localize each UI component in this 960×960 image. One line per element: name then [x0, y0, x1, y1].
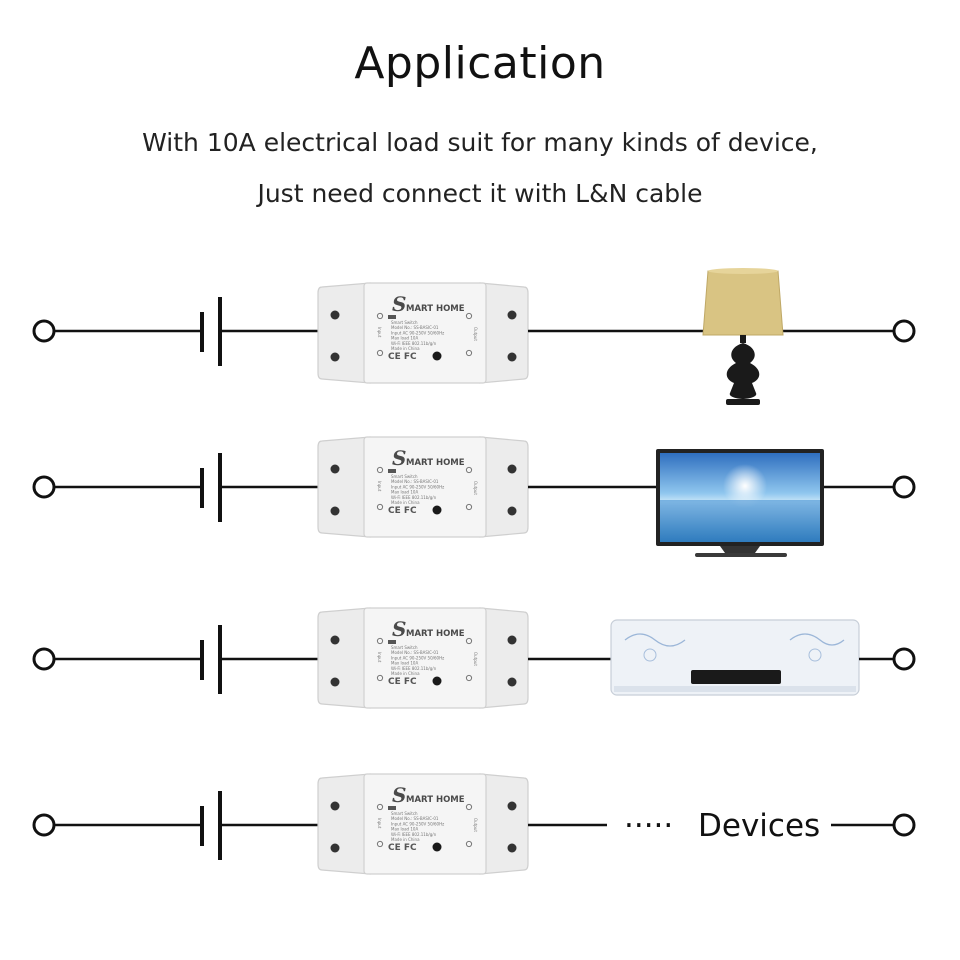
module-output-label: Output	[473, 652, 478, 666]
module-brand-initial: S	[392, 292, 406, 316]
module-input-label: Input	[377, 327, 382, 338]
module-brand-initial: S	[392, 446, 406, 470]
module-spec-line: Model No.: SS-BASIC-01	[391, 816, 439, 821]
module-spec-line: Model No.: SS-BASIC-01	[391, 479, 439, 484]
module-spec-line: Max load 10A	[391, 661, 418, 666]
module-cert-marks: CE FC	[388, 506, 417, 516]
air-conditioner-icon	[610, 619, 860, 696]
module-cert-marks: CE FC	[388, 843, 417, 853]
module-spec-line: Max load 10A	[391, 827, 418, 832]
module-output-label: Output	[473, 327, 478, 341]
module-pair-button	[432, 676, 442, 686]
tv-icon	[656, 449, 824, 557]
row-air-conditioner	[32, 607, 916, 709]
subtitle-line-1: With 10A electrical load suit for many k…	[142, 128, 818, 157]
module-brand-text: MART HOME	[406, 795, 465, 805]
module-output-label: Output	[473, 818, 478, 832]
devices-label: Devices	[698, 808, 820, 844]
row-devices: ····· Devices	[32, 773, 916, 875]
module-spec-line: Made in China	[391, 346, 420, 351]
module-spec-line: Made in China	[391, 671, 420, 676]
lamp-icon	[702, 267, 784, 406]
module-output-label: Output	[473, 481, 478, 495]
module-spec-line: Model No.: SS-BASIC-01	[391, 650, 439, 655]
module-input-label: Input	[377, 818, 382, 829]
module-pair-button	[432, 505, 442, 515]
devices-dots: ·····	[624, 808, 673, 844]
module-spec-line: Wi-Fi IEEE 802.11b/g/n	[391, 495, 437, 500]
module-spec-line: Input AC 90-250V 50/60Hz	[391, 655, 444, 660]
module-spec-line: Wi-Fi IEEE 802.11b/g/n	[391, 341, 437, 346]
module-spec-line: Wi-Fi IEEE 802.11b/g/n	[391, 666, 437, 671]
module-pair-button	[432, 842, 442, 852]
module-spec-line: Max load 10A	[391, 490, 418, 495]
module-brand-initial: S	[392, 617, 406, 641]
module-brand-text: MART HOME	[406, 458, 465, 468]
module-input-label: Input	[377, 481, 382, 492]
module-spec-line: Model No.: SS-BASIC-01	[391, 325, 439, 330]
row-tv	[32, 436, 916, 557]
module-spec-line: Smart Switch	[391, 811, 418, 816]
module-brand-initial: S	[392, 783, 406, 807]
module-cert-marks: CE FC	[388, 677, 417, 687]
module-spec-line: Made in China	[391, 837, 420, 842]
module-cert-marks: CE FC	[388, 352, 417, 362]
module-spec-line: Smart Switch	[391, 645, 418, 650]
module-spec-line: Made in China	[391, 500, 420, 505]
module-spec-line: Input AC 90-250V 50/60Hz	[391, 484, 444, 489]
module-spec-line: Smart Switch	[391, 474, 418, 479]
page-title: Application	[354, 38, 606, 89]
module-input-label: Input	[377, 652, 382, 663]
module-brand-text: MART HOME	[406, 304, 465, 314]
subtitle-line-2: Just need connect it with L&N cable	[257, 179, 703, 208]
module-spec-line: Smart Switch	[391, 320, 418, 325]
row-lamp	[32, 267, 916, 406]
module-brand-text: MART HOME	[406, 629, 465, 639]
module-spec-line: Input AC 90-250V 50/60Hz	[391, 330, 444, 335]
module-spec-line: Input AC 90-250V 50/60Hz	[391, 821, 444, 826]
module-spec-line: Max load 10A	[391, 336, 418, 341]
module-spec-line: Wi-Fi IEEE 802.11b/g/n	[391, 832, 437, 837]
module-pair-button	[432, 351, 442, 361]
